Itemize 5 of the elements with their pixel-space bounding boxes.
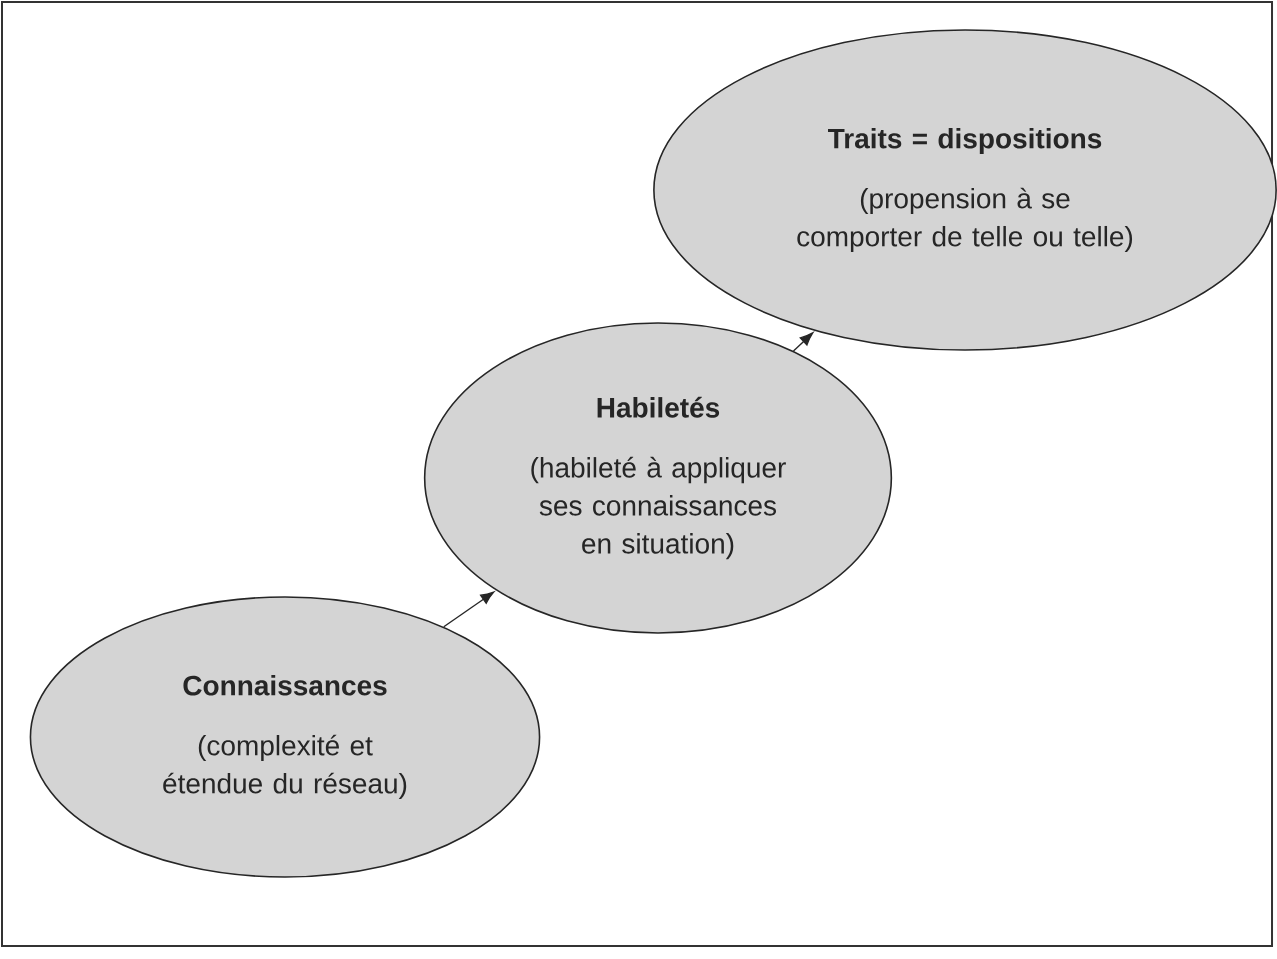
ellipse-node: Habiletés (habileté à appliquer ses connaissances en situation): [423, 322, 893, 634]
arrow: [443, 591, 495, 628]
arrow: [792, 332, 814, 352]
ellipse-node: Traits = dispositions (propension à se comporter de telle ou telle): [653, 29, 1277, 351]
ellipse-node: Connaissances (complexité et étendue du réseau): [29, 596, 541, 878]
